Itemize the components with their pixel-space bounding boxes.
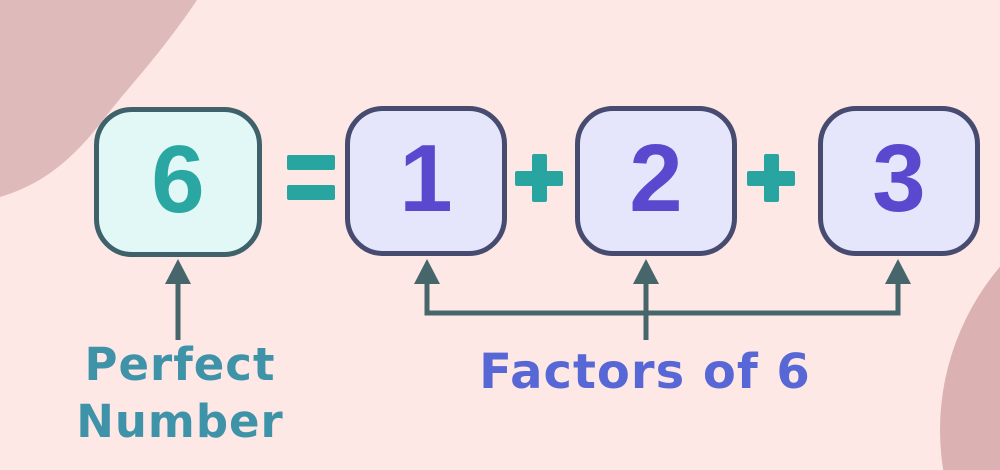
plus-bar-vertical [531,154,547,202]
factor-digit-2: 2 [629,125,683,232]
factors-bracket-arrows [414,259,911,340]
factor-digit-3: 3 [872,125,926,232]
factor-digit-1: 1 [399,125,453,232]
equals-bar-top [287,155,335,170]
factor-box-3: 3 [818,106,980,256]
perfect-number-box: 6 [94,107,262,257]
perfect-number-label-line1: Perfect [84,338,276,391]
perfect-number-digit: 6 [151,126,205,233]
perfect-number-label-line2: Number [76,395,284,448]
plus-sign-1 [515,154,563,202]
plus-sign-2 [747,154,795,202]
equals-bar-bottom [287,185,335,200]
equals-sign [287,155,335,200]
factor-box-2: 2 [575,106,737,256]
factors-label: Factors of 6 [479,344,811,400]
plus-bar-vertical [763,154,779,202]
factor-box-1: 1 [345,106,507,256]
perfect-number-label: Perfect Number [30,336,330,450]
perfect-number-arrow [165,259,191,340]
